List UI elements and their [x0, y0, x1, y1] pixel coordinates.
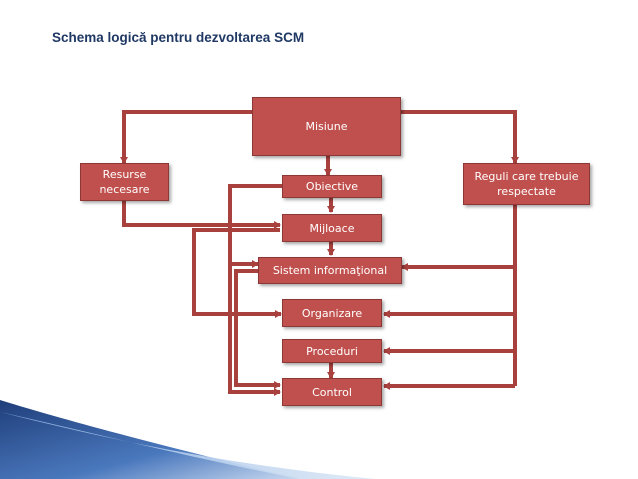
slide-title: Schema logică pentru dezvoltarea SCM	[52, 30, 305, 45]
node-reguli-care-trebuie-respectate: Reguli care trebuie respectate	[463, 163, 590, 205]
node-sistem-informational: Sistem informaţional	[258, 257, 402, 284]
connector-sistem-control	[234, 269, 281, 389]
node-misiune: Misiune	[252, 97, 401, 156]
node-obiective: Obiective	[282, 175, 382, 198]
node-resurse-necesare: Resurse necesare	[80, 163, 169, 201]
connector-resurse-mijloace	[122, 201, 281, 229]
node-proceduri: Proceduri	[282, 339, 382, 363]
connector-misiune-resurse	[120, 110, 252, 164]
connector-obiective-control	[228, 264, 281, 396]
node-organizare: Organizare	[282, 299, 382, 327]
node-mijloace: Mijloace	[282, 214, 382, 242]
connector-obiective-sistem	[228, 184, 282, 268]
decorative-swoosh	[0, 400, 375, 479]
connector-misiune-reguli	[401, 110, 519, 164]
node-control: Control	[282, 378, 382, 406]
